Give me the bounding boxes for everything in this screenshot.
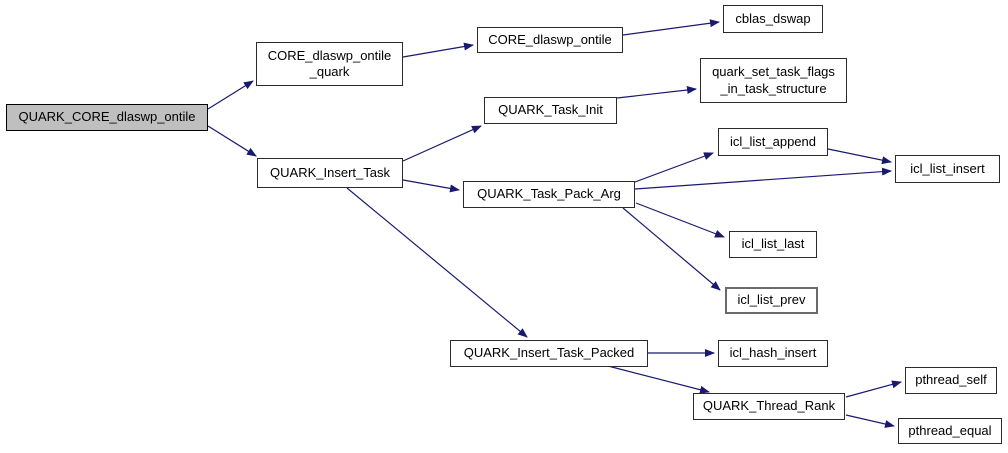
graph-node-QUARK_Task_Pack_Arg[interactable]: QUARK_Task_Pack_Arg: [463, 181, 635, 208]
edge-QUARK_Insert_Task-to-QUARK_Task_Init: [402, 125, 482, 162]
edge-QUARK_Thread_Rank-to-pthread_self: [845, 380, 902, 398]
edge-icl_list_append-to-icl_list_insert: [827, 148, 892, 165]
graph-node-pthread_equal[interactable]: pthread_equal: [898, 418, 1002, 444]
edge-QUARK_Task_Pack_Arg-to-icl_list_last: [635, 202, 725, 238]
graph-node-quark_set_task_flags_in_task_structure[interactable]: quark_set_task_flags _in_task_structure: [700, 58, 847, 103]
edge-QUARK_CORE_dlaswp_ontile-to-QUARK_Insert_Task: [207, 125, 257, 157]
graph-node-icl_list_last[interactable]: icl_list_last: [729, 231, 817, 258]
edge-QUARK_Task_Pack_Arg-to-icl_list_insert: [634, 167, 892, 190]
graph-node-cblas_dswap[interactable]: cblas_dswap: [723, 5, 823, 33]
graph-node-CORE_dlaswp_ontile_quark[interactable]: CORE_dlaswp_ontile _quark: [256, 42, 403, 86]
edge-QUARK_Thread_Rank-to-pthread_equal: [845, 414, 895, 428]
graph-node-CORE_dlaswp_ontile[interactable]: CORE_dlaswp_ontile: [477, 27, 623, 53]
graph-node-icl_hash_insert[interactable]: icl_hash_insert: [718, 340, 828, 367]
graph-node-pthread_self[interactable]: pthread_self: [905, 367, 997, 394]
graph-node-icl_list_insert[interactable]: icl_list_insert: [895, 155, 1000, 183]
edge-CORE_dlaswp_ontile_quark-to-CORE_dlaswp_ontile: [402, 42, 474, 58]
graph-node-QUARK_CORE_dlaswp_ontile: QUARK_CORE_dlaswp_ontile: [6, 104, 208, 131]
edge-QUARK_Task_Pack_Arg-to-icl_list_append: [634, 152, 714, 183]
graph-node-QUARK_Task_Init[interactable]: QUARK_Task_Init: [484, 97, 617, 124]
edge-QUARK_Insert_Task-to-QUARK_Insert_Task_Packed: [346, 187, 528, 338]
graph-node-icl_list_prev[interactable]: icl_list_prev: [725, 287, 818, 314]
edge-CORE_dlaswp_ontile-to-cblas_dswap: [622, 19, 720, 36]
graph-node-icl_list_append[interactable]: icl_list_append: [718, 128, 828, 156]
edge-QUARK_Task_Pack_Arg-to-icl_list_prev: [622, 207, 721, 291]
edge-QUARK_CORE_dlaswp_ontile-to-CORE_dlaswp_ontile_quark: [207, 80, 254, 110]
graph-node-QUARK_Insert_Task_Packed[interactable]: QUARK_Insert_Task_Packed: [450, 340, 648, 367]
graph-node-QUARK_Insert_Task[interactable]: QUARK_Insert_Task: [257, 158, 403, 188]
edge-QUARK_Insert_Task-to-QUARK_Task_Pack_Arg: [402, 179, 460, 193]
edge-QUARK_Task_Init-to-quark_set_task_flags_in_task_structure: [616, 86, 697, 99]
edge-QUARK_Insert_Task_Packed-to-QUARK_Thread_Rank: [607, 365, 710, 394]
graph-node-QUARK_Thread_Rank[interactable]: QUARK_Thread_Rank: [693, 393, 845, 420]
